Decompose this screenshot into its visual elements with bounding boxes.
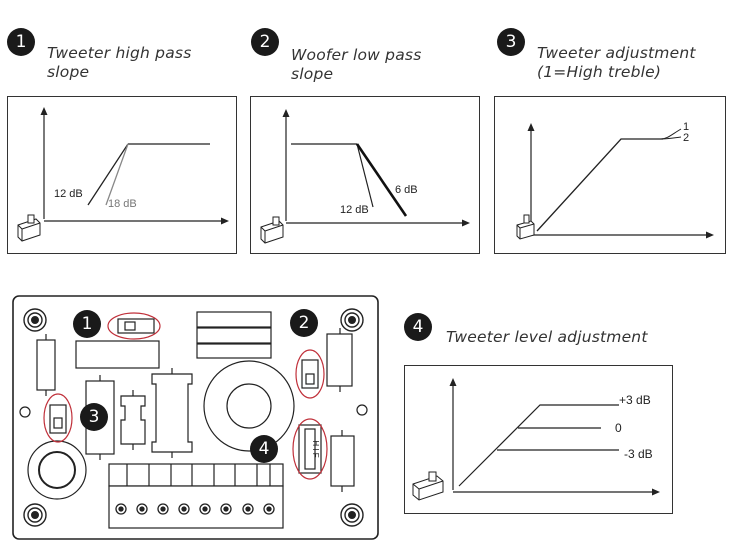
panel-4-number-badge: 4	[404, 313, 432, 341]
panel-3-svg: 1 2	[516, 121, 714, 240]
board-marker-2: 2	[290, 309, 318, 337]
panel-3-label-1: 1	[683, 121, 689, 133]
panel-3-caption: Tweeter adjustment (1=High treble)	[537, 44, 696, 81]
panel-3-y-arrow	[527, 123, 535, 131]
panel-4-graph: +3 dB 0 -3 dB	[404, 365, 673, 514]
panel-1-number-badge: 1	[7, 28, 35, 56]
panel-2-caption: Woofer low pass slope	[291, 46, 422, 83]
panel-3-number-badge: 3	[497, 28, 525, 56]
panel-1-label-18db: 18 dB	[108, 198, 137, 210]
panel-2-slope-6db	[355, 143, 408, 217]
panel-3-graph: 1 2	[494, 96, 726, 254]
panel-4-caption: Tweeter level adjustment	[446, 328, 648, 346]
panel-1-svg: 12 dB 18 dB	[17, 107, 229, 242]
panel-1-x-arrow	[221, 217, 229, 225]
mounting-holes	[19, 308, 368, 527]
panel-4-svg: +3 dB 0 -3 dB	[412, 378, 660, 501]
panel-2-x-arrow	[462, 219, 470, 227]
panel-1-label-12db: 12 dB	[54, 188, 83, 200]
panel-3-treble-curve-2	[660, 136, 682, 140]
board-components	[27, 311, 355, 529]
panel-4-level-plus3	[458, 404, 619, 487]
panel-4-label-plus3: +3 dB	[619, 393, 651, 407]
panel-3-label-2: 2	[683, 132, 689, 144]
panel-2-svg: 6 dB 12 dB	[260, 109, 470, 244]
panel-2-number-badge: 2	[251, 28, 279, 56]
panel-1-slope-18db	[105, 143, 129, 206]
panel-2-slope-12db	[356, 143, 374, 208]
switch-highlights	[43, 312, 328, 480]
panel-2-graph: 6 dB 12 dB	[250, 96, 480, 254]
board-marker-4: 4	[250, 435, 278, 463]
panel-2-y-arrow	[282, 109, 290, 117]
panel-2-label-12db: 12 dB	[340, 204, 369, 216]
panel-1-y-arrow	[40, 107, 48, 115]
panel-2-switch-icon	[260, 216, 284, 244]
panel-4-y-arrow	[449, 378, 457, 386]
panel-4-switch-icon	[412, 471, 444, 501]
panel-2-label-6db: 6 dB	[395, 184, 418, 196]
terminal-screws	[115, 503, 275, 515]
panel-4-label-0: 0	[615, 421, 622, 435]
panel-3-switch-icon	[516, 214, 535, 240]
board-marker-3: 3	[80, 403, 108, 431]
panel-3-x-arrow	[706, 231, 714, 239]
board-marker-1: 1	[73, 310, 101, 338]
switch-hif-label: H I F	[311, 440, 320, 457]
panel-1-graph: 12 dB 18 dB	[7, 96, 237, 254]
panel-1-switch-icon	[17, 214, 41, 242]
panel-1-caption: Tweeter high pass slope	[47, 44, 192, 81]
panel-4-label-minus3: -3 dB	[624, 447, 653, 461]
panel-4-x-arrow	[652, 488, 660, 496]
panel-3-response-curve	[536, 138, 663, 232]
panel-1-slope-12db	[87, 143, 129, 206]
